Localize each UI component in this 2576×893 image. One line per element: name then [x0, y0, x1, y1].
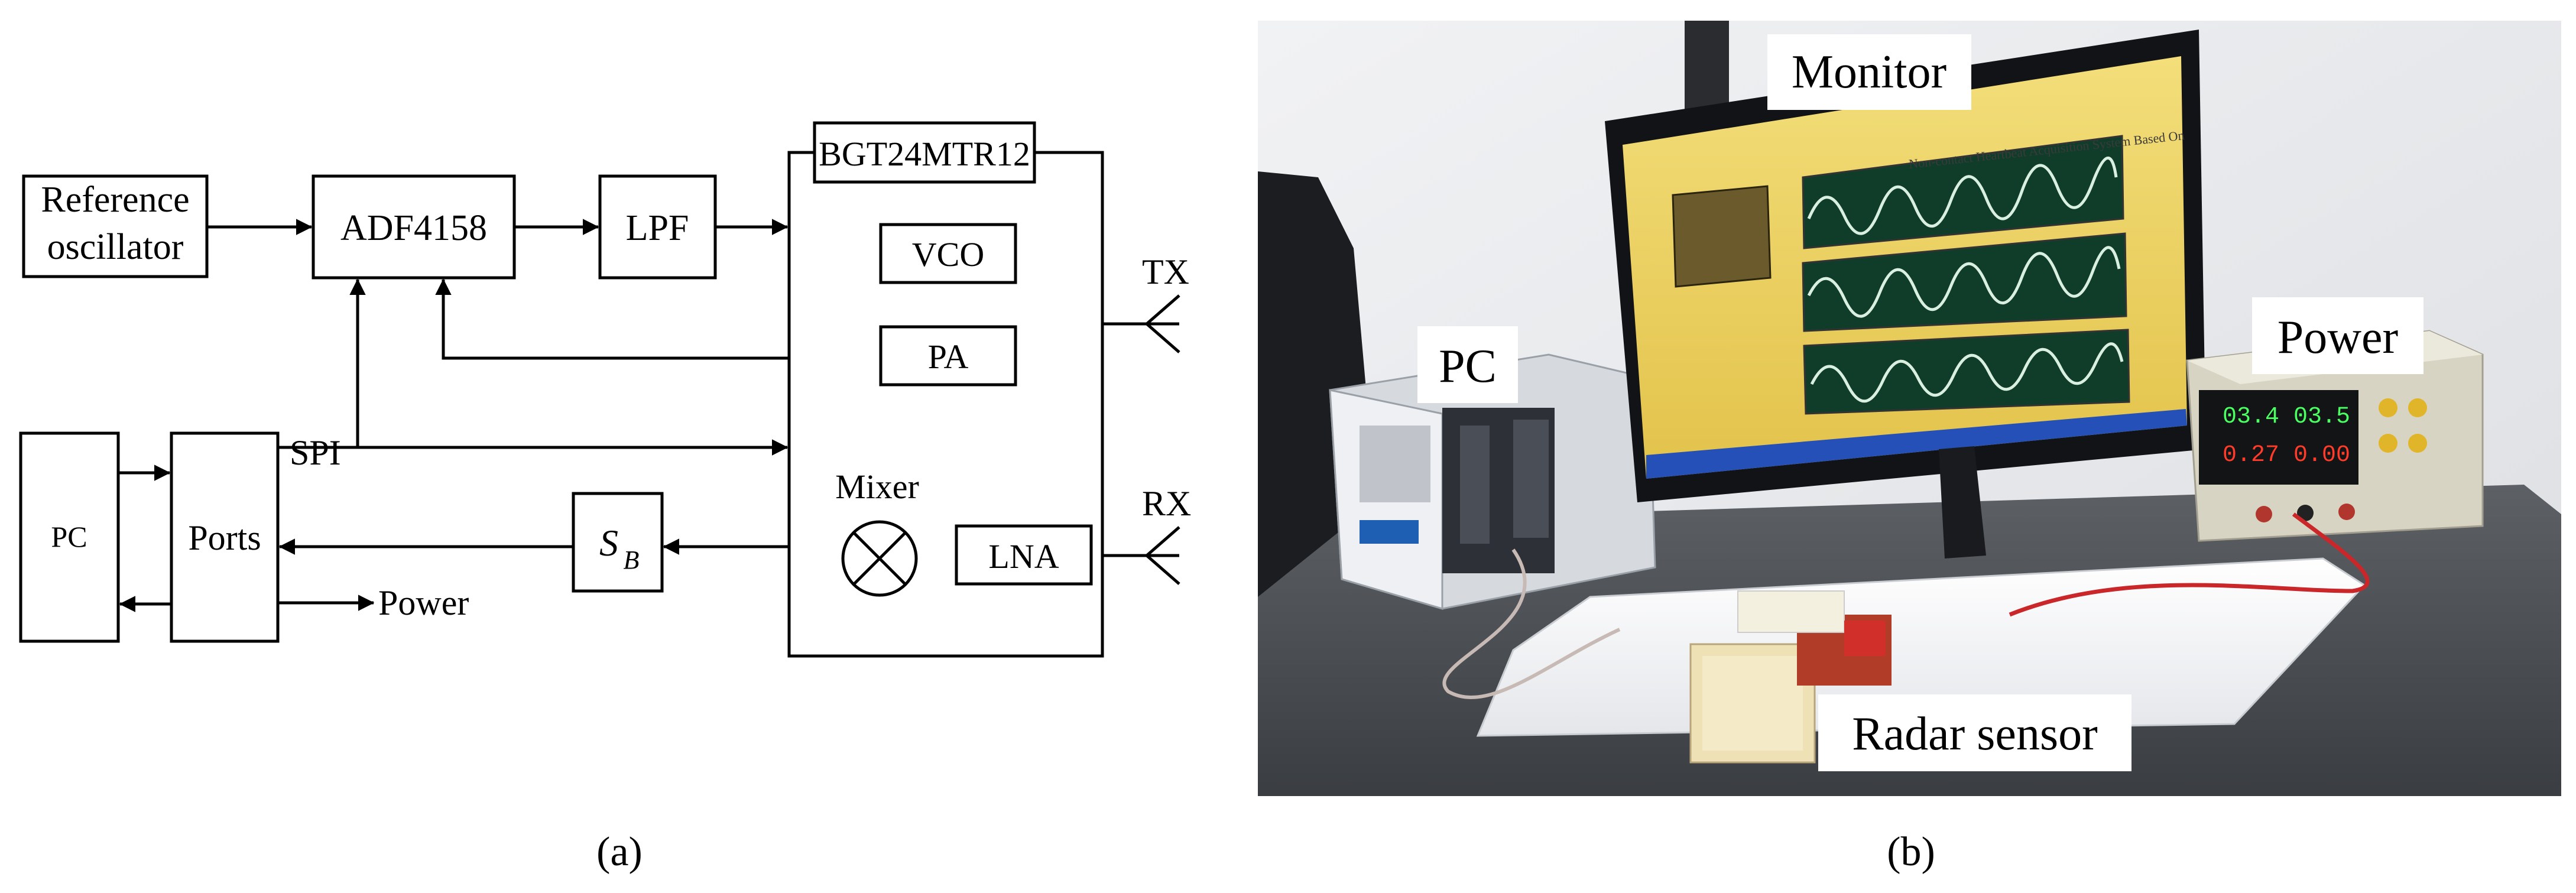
waveform-2 [1807, 246, 2121, 318]
screen-plot-small [1672, 185, 1772, 288]
pa-block: PA [879, 325, 1017, 387]
pa-label: PA [928, 337, 969, 376]
monitor: Non-contact Heartbeat Acquisition System… [1605, 30, 2206, 558]
spi-label: SPI [290, 433, 341, 472]
vco-label: VCO [912, 235, 984, 274]
monitor-label: Monitor [1792, 46, 1946, 98]
reference-oscillator-label-1: Reference [41, 180, 189, 220]
bgt24mtr12-chip: BGT24MTR12 [787, 121, 1104, 658]
pc-chassis [1329, 353, 1656, 611]
bgt24mtr12-label: BGT24MTR12 [819, 135, 1030, 173]
radar-sensor [1689, 590, 1892, 764]
block-diagram: Reference oscillator ADF4158 LPF BGT24MT… [19, 121, 1191, 875]
caption-a: (a) [596, 829, 643, 875]
lpf-label: LPF [626, 208, 689, 248]
reference-oscillator-label-2: oscillator [47, 227, 184, 267]
radar-sensor-label: Radar sensor [1852, 708, 2097, 760]
psu-readout-4: 0.00 [2293, 442, 2350, 469]
power-label-box [2252, 297, 2423, 374]
psu-readout-2: 03.5 [2293, 404, 2350, 430]
caption-b: (b) [1887, 829, 1935, 875]
adf4158-block: ADF4158 [312, 174, 516, 280]
screen-plot-1 [1802, 135, 2124, 249]
power-label: Power [378, 583, 469, 622]
waveform-3 [1810, 342, 2124, 403]
pc-label: PC [51, 520, 87, 553]
lpf-block: LPF [598, 174, 717, 280]
reference-oscillator-block: Reference oscillator [22, 174, 209, 278]
pc-label-box [1417, 326, 1518, 403]
lna-label: LNA [988, 537, 1059, 576]
grey-cable [1442, 548, 1621, 699]
vco-block: VCO [879, 223, 1017, 284]
adf4158-label: ADF4158 [340, 208, 487, 248]
red-cable [2009, 512, 2370, 617]
psu-readout-3: 0.27 [2223, 442, 2279, 469]
sb-block: S B [572, 492, 664, 593]
monitor-stand [1939, 446, 1986, 558]
monitor-label-box [1767, 34, 1971, 110]
pc-photo-label: PC [1439, 340, 1497, 392]
waveform-1 [1807, 156, 2118, 235]
pc-block: PC [19, 431, 120, 643]
signal-wires [118, 219, 1180, 612]
sb-label: S [599, 522, 618, 564]
ports-label: Ports [188, 518, 261, 557]
mixer-block: Mixer [835, 467, 919, 597]
mixer-label: Mixer [835, 467, 919, 506]
screen-plot-2 [1802, 232, 2127, 332]
ports-block: Ports [170, 431, 280, 643]
radar-label-box [1818, 694, 2131, 771]
rx-label: RX [1142, 484, 1191, 523]
lna-block: LNA [955, 524, 1093, 586]
power-photo-label: Power [2277, 311, 2398, 363]
experiment-photo: Non-contact Heartbeat Acquisition System… [1258, 21, 2561, 875]
taskbar [1646, 409, 2187, 479]
tx-label: TX [1142, 252, 1189, 291]
sb-subscript: B [624, 545, 640, 574]
psu-readout-1: 03.4 [2223, 404, 2279, 430]
